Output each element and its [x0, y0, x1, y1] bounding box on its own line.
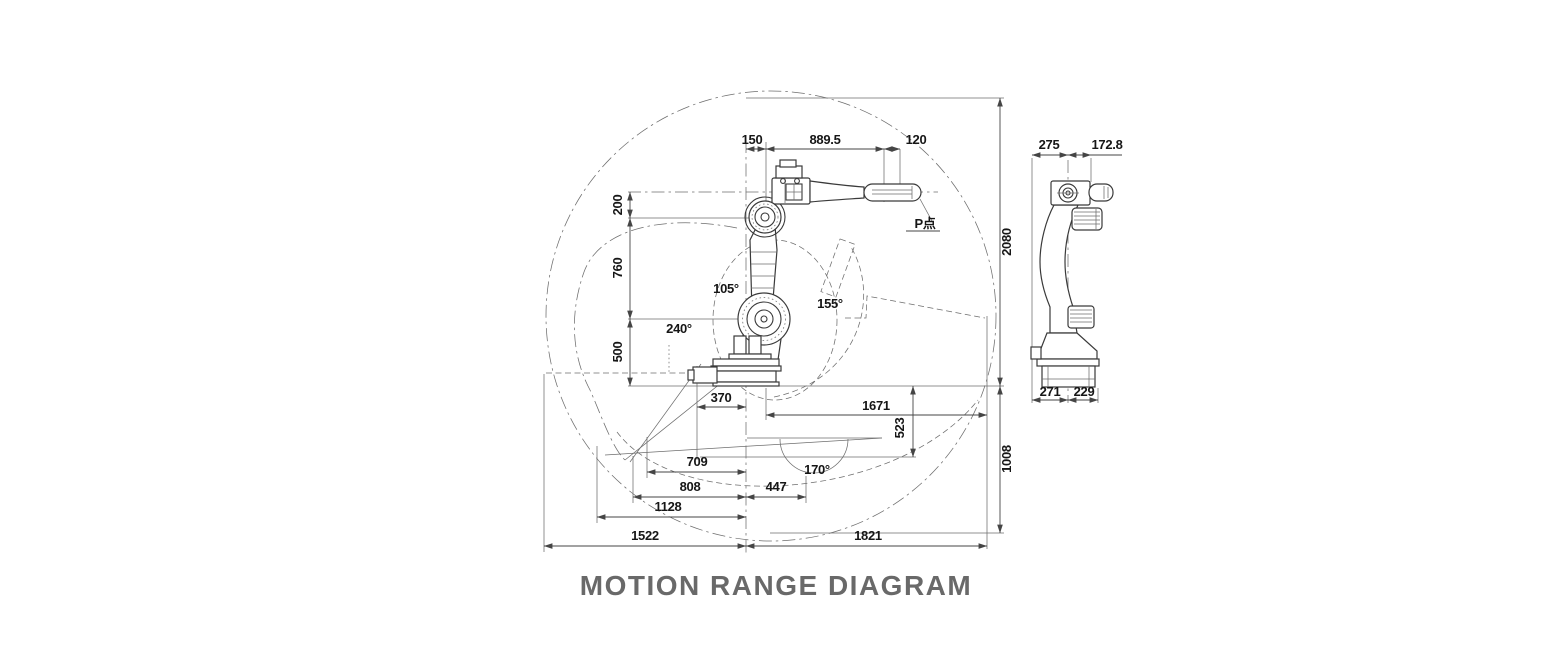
dim-200: 200: [610, 195, 625, 216]
base-bottom-flange: [712, 381, 780, 387]
j1-motor-a: [733, 335, 747, 355]
j2-joint-inner: [754, 309, 774, 329]
front-base-trapezoid: [1039, 332, 1098, 360]
j4-bolt-right: [794, 178, 800, 184]
j4-top-cap: [779, 159, 797, 168]
dim-709: 709: [687, 454, 708, 469]
angle-170: 170°: [804, 462, 830, 477]
front-pill-lines: [1103, 186, 1109, 199]
robot-side-view: [687, 159, 922, 387]
front-base-body: [1041, 365, 1096, 388]
phantom-upper-arm: [820, 238, 856, 298]
dim-370: 370: [711, 390, 732, 405]
robot-front-view: [1030, 180, 1114, 388]
front-motor-lower-fins: [1070, 309, 1092, 323]
angle-155: 155°: [817, 296, 843, 311]
phantom-extended-arm: [845, 295, 986, 319]
elbow-joint: [748, 200, 782, 234]
j2-joint-mid: [746, 301, 782, 337]
dim-760: 760: [610, 258, 625, 279]
angle-105: 105°: [713, 281, 739, 296]
j1-plinth: [728, 353, 772, 360]
page-title: MOTION RANGE DIAGRAM: [580, 570, 972, 601]
dim-523: 523: [892, 418, 907, 439]
lower-wedge-line: [604, 437, 883, 456]
left-sweep-lobe: [574, 222, 738, 461]
elbow-joint-mid: [754, 206, 776, 228]
wrist-cylinder: [863, 183, 922, 202]
p-point-label: P点: [914, 216, 935, 231]
inner-lower-arc: [616, 399, 979, 487]
front-motor-lower: [1067, 305, 1095, 329]
dim-271: 271: [1040, 384, 1061, 399]
dim-1128: 1128: [654, 499, 681, 514]
j2-joint-hub: [760, 315, 768, 323]
dim-447: 447: [766, 479, 787, 494]
elbow-bolt-circle: [751, 203, 779, 231]
wrist-hatch: [872, 186, 913, 199]
base-body: [715, 370, 777, 383]
wrist-rotation-arc: [779, 438, 849, 474]
base-slab: [710, 365, 782, 372]
front-base-plate: [1036, 358, 1100, 367]
dim-150: 150: [742, 132, 763, 147]
front-motor-upper: [1071, 207, 1103, 231]
dimensions-front: 275 172.8 271 229: [1031, 137, 1123, 403]
angle-240: 240°: [666, 321, 692, 336]
dim-1821: 1821: [854, 528, 882, 543]
j4-bolt-left: [780, 178, 786, 184]
p-point-leader: [919, 198, 933, 222]
front-view: 275 172.8 271 229: [1030, 137, 1123, 403]
dim-808: 808: [680, 479, 701, 494]
j4-top-stack: [775, 165, 803, 179]
j2-bolt-circle: [742, 297, 786, 341]
front-base-detail: [1042, 366, 1095, 387]
front-motor-upper-fins: [1074, 209, 1100, 229]
base-motor-cap: [687, 369, 695, 381]
dim-229: 229: [1074, 384, 1095, 399]
side-view: 150 889.5 120 200 760 500 2080 1008 370 …: [543, 90, 1014, 553]
dim-172-8: 172.8: [1091, 137, 1122, 152]
dim-1522: 1522: [631, 528, 659, 543]
forearm-taper: [809, 180, 865, 203]
base-top-plate: [712, 358, 780, 367]
right-sweep-arc: [773, 246, 864, 398]
dim-500: 500: [610, 342, 625, 363]
dim-2080: 2080: [999, 228, 1014, 256]
elbow-joint-hub: [760, 212, 770, 222]
dim-1671: 1671: [862, 398, 890, 413]
front-wrist-pill: [1088, 183, 1114, 202]
dim-1008: 1008: [999, 445, 1014, 473]
dim-120: 120: [906, 132, 927, 147]
base-motor-box: [692, 366, 718, 384]
dim-275: 275: [1039, 137, 1060, 152]
elbow-housing: [744, 196, 786, 238]
outer-reach-circle: [545, 90, 997, 542]
lower-arm-ribs: [751, 251, 776, 301]
dimensions-side: 150 889.5 120 200 760 500 2080 1008 370 …: [543, 97, 1014, 549]
j2-joint: [737, 292, 791, 346]
dim-889-5: 889.5: [809, 132, 840, 147]
front-base-bracket: [1030, 346, 1042, 360]
j1-motor-b: [748, 335, 762, 355]
